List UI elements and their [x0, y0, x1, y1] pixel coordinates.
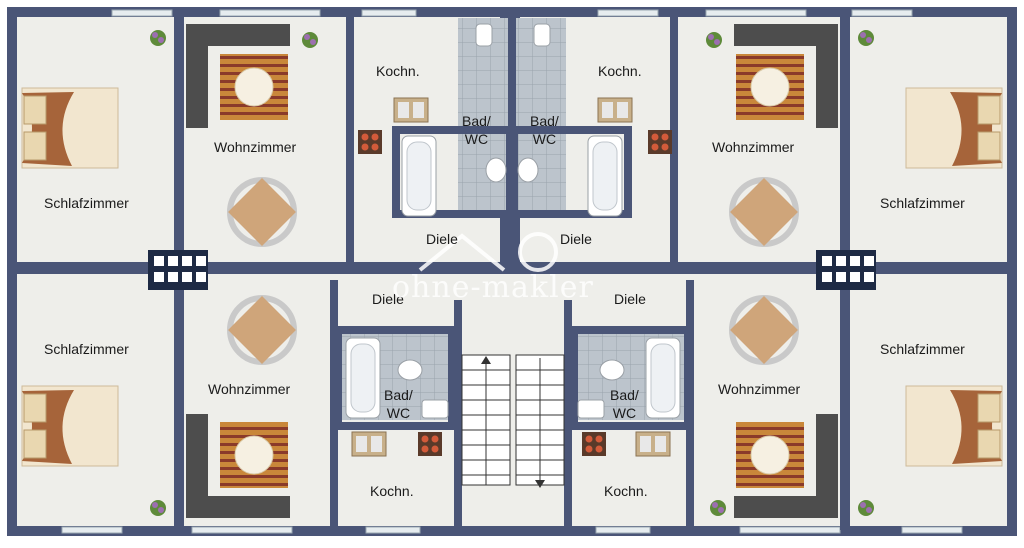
- room-label-wohnzimmer-top-right: Wohnzimmer: [712, 139, 795, 155]
- room-label-diele-bottom-left: Diele: [372, 291, 404, 307]
- bad-line1: Bad/: [462, 113, 491, 129]
- room-label-schlafzimmer-top-left: Schlafzimmer: [44, 195, 129, 211]
- bad-line2: WC: [464, 131, 489, 147]
- room-label-kochn-top-left: Kochn.: [376, 63, 420, 79]
- room-label-wohnzimmer-top-left: Wohnzimmer: [214, 139, 297, 155]
- room-label-schlafzimmer-bottom-left: Schlafzimmer: [44, 341, 129, 357]
- bad-line1: Bad/: [384, 387, 413, 403]
- room-label-diele-bottom-right: Diele: [614, 291, 646, 307]
- room-label-wohnzimmer-bottom-left: Wohnzimmer: [208, 381, 291, 397]
- room-label-kochn-bottom-left: Kochn.: [370, 483, 414, 499]
- watermark: ohne-makler: [392, 270, 594, 305]
- room-label-kochn-top-right: Kochn.: [598, 63, 642, 79]
- bad-line1: Bad/: [530, 113, 559, 129]
- room-label-kochn-bottom-right: Kochn.: [604, 483, 648, 499]
- room-label-bad-bottom-right: Bad/WC: [610, 386, 639, 422]
- room-label-wohnzimmer-bottom-right: Wohnzimmer: [718, 381, 801, 397]
- bad-line2: WC: [612, 405, 637, 421]
- room-label-diele-top-right: Diele: [560, 231, 592, 247]
- room-label-bad-top-left: Bad/WC: [462, 112, 491, 148]
- room-label-diele-top-left: Diele: [426, 231, 458, 247]
- room-label-bad-top-right: Bad/WC: [530, 112, 559, 148]
- bad-line2: WC: [532, 131, 557, 147]
- room-label-bad-bottom-left: Bad/WC: [384, 386, 413, 422]
- room-label-schlafzimmer-bottom-right: Schlafzimmer: [880, 341, 965, 357]
- bad-line2: WC: [386, 405, 411, 421]
- room-label-schlafzimmer-top-right: Schlafzimmer: [880, 195, 965, 211]
- bad-line1: Bad/: [610, 387, 639, 403]
